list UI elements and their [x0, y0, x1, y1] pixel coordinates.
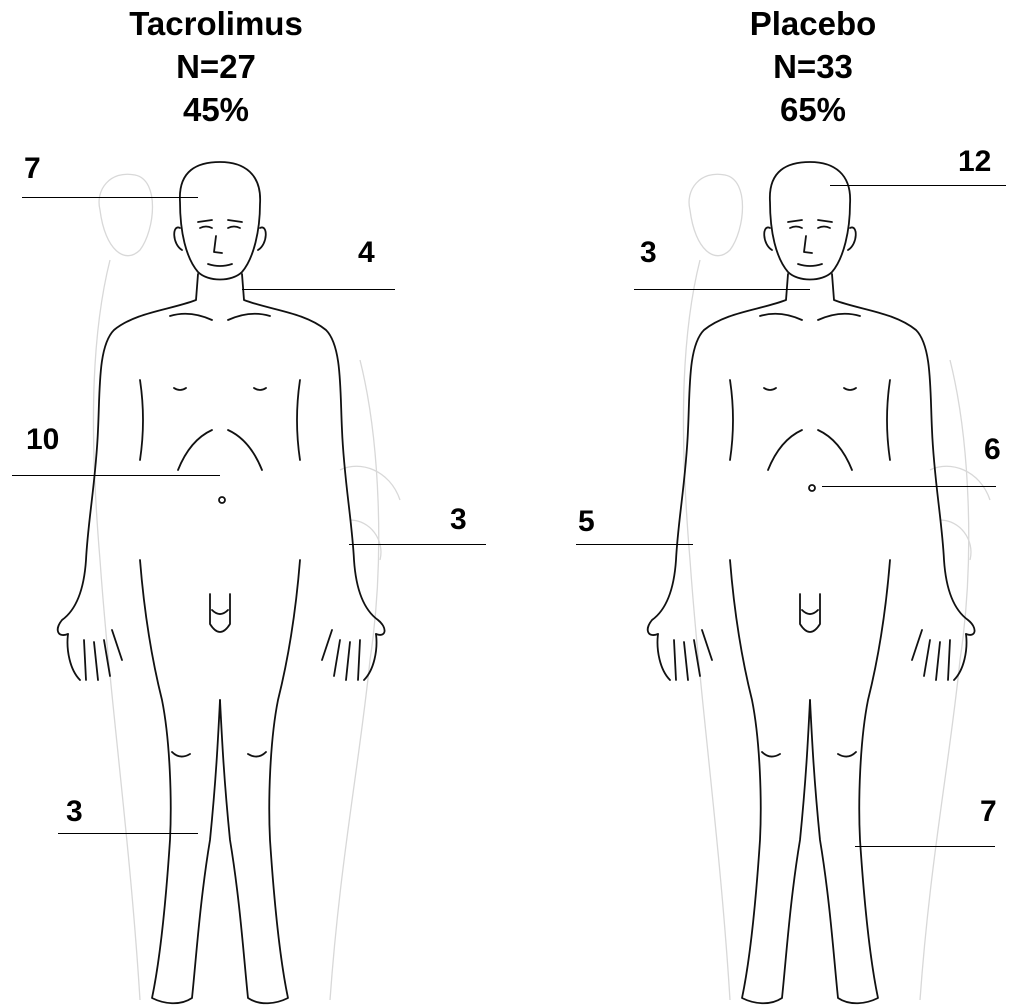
tacrolimus-leg-leader: [58, 833, 198, 834]
tacrolimus-arm-count: 3: [450, 503, 467, 537]
ghost-back-figure: [683, 174, 990, 1000]
placebo-trunk-leader: [822, 486, 996, 487]
placebo-neck-count: 3: [640, 236, 657, 270]
placebo-arm-leader: [576, 544, 693, 545]
placebo-leg-count: 7: [980, 795, 997, 829]
tacrolimus-heading: Tacrolimus N=27 45%: [96, 2, 336, 131]
tacrolimus-head-leader: [22, 197, 198, 198]
placebo-neck-leader: [634, 289, 810, 290]
group-n: N=27: [96, 45, 336, 88]
group-percent: 65%: [693, 88, 933, 131]
placebo-trunk-count: 6: [984, 433, 1001, 467]
tacrolimus-arm-leader: [349, 544, 486, 545]
placebo-body-figure: [630, 140, 1000, 1008]
tacrolimus-trunk-count: 10: [26, 423, 59, 457]
placebo-arm-count: 5: [578, 505, 595, 539]
group-n: N=33: [693, 45, 933, 88]
placebo-leg-leader: [855, 846, 995, 847]
tacrolimus-trunk-leader: [12, 475, 220, 476]
ghost-back-figure: [93, 174, 400, 1000]
tacrolimus-leg-count: 3: [66, 795, 83, 829]
placebo-head-leader: [830, 185, 1006, 186]
tacrolimus-head-count: 7: [24, 152, 41, 186]
tacrolimus-neck-count: 4: [358, 236, 375, 270]
group-percent: 45%: [96, 88, 336, 131]
group-name: Placebo: [693, 2, 933, 45]
placebo-head-count: 12: [958, 145, 991, 179]
group-name: Tacrolimus: [96, 2, 336, 45]
placebo-heading: Placebo N=33 65%: [693, 2, 933, 131]
tacrolimus-neck-leader: [242, 289, 395, 290]
tacrolimus-body-figure: [40, 140, 410, 1008]
